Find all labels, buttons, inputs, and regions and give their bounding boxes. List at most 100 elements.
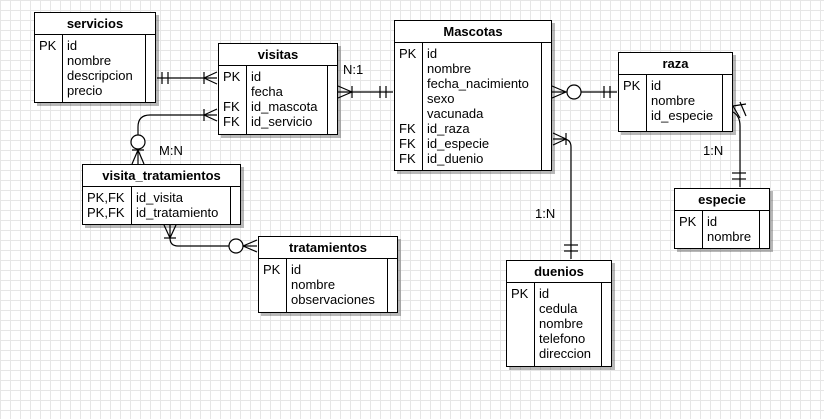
zero-circle [566, 84, 582, 100]
relationship-label-visitas-mascotas: N:1 [343, 62, 364, 77]
attribute-id-duenio: id_duenio [427, 151, 484, 166]
entity-title: tratamientos [259, 237, 397, 259]
key-marker: FK [223, 99, 240, 114]
crows-foot-many [337, 85, 353, 99]
attribute-id: id [291, 262, 302, 277]
entity-side-bar [230, 187, 240, 224]
attribute-id: id [539, 286, 550, 301]
zero-circle [130, 134, 146, 150]
entity-side-bar [541, 43, 551, 170]
key-marker [511, 301, 534, 316]
crows-foot-many [552, 132, 567, 146]
attribute-id-especie: id_especie [651, 108, 714, 123]
crows-foot-many [551, 85, 567, 99]
key-marker [39, 53, 62, 68]
key-marker: FK [399, 136, 416, 151]
entity-side-bar [327, 66, 337, 134]
entity-title: visitas [219, 44, 337, 66]
crows-foot-many [163, 224, 177, 239]
entity-side-bar [601, 283, 611, 366]
attribute-sexo: sexo [427, 91, 455, 106]
key-marker [623, 108, 646, 123]
attribute-id-servicio: id_servicio [251, 114, 313, 129]
key-marker [39, 68, 62, 83]
key-marker [399, 61, 422, 76]
crows-foot-many [242, 239, 258, 253]
key-marker [263, 292, 286, 307]
crows-foot-many [131, 149, 145, 165]
attribute-observaciones: observaciones [291, 292, 375, 307]
attribute-id-visita: id_visita [136, 190, 183, 205]
relationship-label-mascotas-duenios: 1:N [535, 206, 556, 221]
key-marker: PK [223, 69, 241, 84]
key-marker [511, 331, 534, 346]
key-marker [223, 84, 246, 99]
entity-title: Mascotas [395, 21, 551, 43]
key-marker [623, 93, 646, 108]
key-marker: FK [399, 151, 416, 166]
key-column: PK [675, 211, 703, 248]
key-marker: PK,FK [87, 205, 125, 220]
entity-side-bar [387, 259, 397, 312]
entity-side-bar [145, 35, 155, 102]
key-marker [679, 229, 702, 244]
key-marker [263, 277, 286, 292]
attribute-id: id [707, 214, 718, 229]
attribute-nombre: nombre [651, 93, 696, 108]
attribute-id-mascota: id_mascota [251, 99, 318, 114]
attribute-vacunada: vacunada [427, 106, 484, 121]
entity-side-bar [759, 211, 769, 248]
edge-visita-tratamientos-tratamientos [169, 225, 229, 247]
crows-foot-many [203, 108, 218, 122]
key-marker: PK,FK [87, 190, 125, 205]
attribute-id: id [427, 46, 438, 61]
key-marker: PK [399, 46, 417, 61]
key-marker: PK [679, 214, 697, 229]
key-marker: PK [623, 78, 641, 93]
attribute-id: id [67, 38, 78, 53]
attribute-nombre: nombre [539, 316, 584, 331]
edge-raza-especie [732, 111, 741, 187]
attribute-fecha-nacimiento: fecha_nacimiento [427, 76, 529, 91]
attribute-nombre: nombre [707, 229, 752, 244]
key-marker [399, 91, 422, 106]
key-column: PK [259, 259, 287, 312]
attribute-cedula: cedula [539, 301, 578, 316]
crows-foot-many [203, 71, 218, 85]
key-marker [39, 83, 62, 98]
entity-title: especie [675, 189, 769, 211]
entity-side-bar [722, 75, 732, 131]
entity-title: duenios [507, 261, 611, 283]
key-marker [399, 76, 422, 91]
key-marker [511, 346, 534, 361]
one-mark [739, 101, 747, 117]
edge-mascotas-duenios [553, 138, 572, 259]
key-column: PK [35, 35, 63, 102]
entity-title: raza [619, 53, 732, 75]
key-marker: PK [263, 262, 281, 277]
